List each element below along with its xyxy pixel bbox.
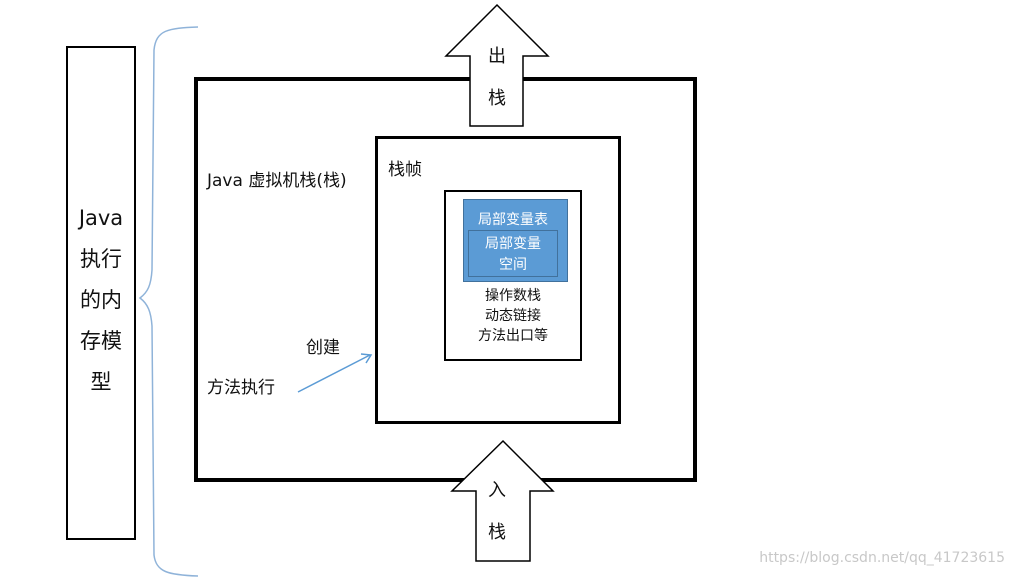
frame-other-items: 操作数栈 动态链接 方法出口等 [478, 288, 548, 344]
create-arrow-line [297, 354, 371, 393]
memory-model-label: Java 执行 的内 存模 型 [78, 206, 124, 394]
local-variable-table-label: 局部变量表 [478, 212, 548, 228]
stack-frame-label: 栈帧 [388, 160, 422, 180]
push-arrow [450, 439, 555, 562]
brace-shape [138, 26, 199, 577]
create-label: 创建 [306, 338, 340, 358]
local-variable-space-label: 局部变量 空间 [485, 236, 541, 273]
pop-arrow [444, 3, 550, 127]
pop-arrow-label: 出 栈 [488, 46, 506, 109]
push-arrow-label: 入 栈 [488, 480, 506, 543]
method-exec-label: 方法执行 [207, 378, 275, 398]
watermark: https://blog.csdn.net/qq_41723615 [759, 550, 1005, 566]
jvm-stack-box [194, 77, 697, 482]
local-variable-space-box [468, 230, 558, 277]
jvm-stack-label: Java 虚拟机栈(栈) [207, 171, 347, 191]
memory-model-box [66, 46, 136, 540]
create-arrow-head [360, 353, 373, 364]
local-variable-table-box [463, 199, 568, 282]
